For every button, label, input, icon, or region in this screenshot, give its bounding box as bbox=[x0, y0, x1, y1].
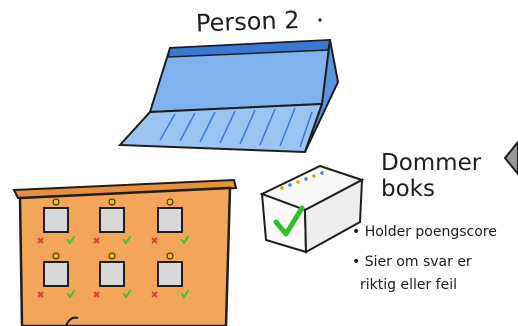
slot-square bbox=[100, 262, 124, 286]
score-board bbox=[14, 180, 236, 326]
judge-note-2: • Sier om svar er bbox=[352, 254, 472, 270]
judge-note-3: riktig eller feil bbox=[360, 277, 457, 293]
slot-light bbox=[109, 253, 115, 259]
judge-box bbox=[262, 166, 362, 252]
screen-keyboard-base bbox=[120, 104, 322, 152]
judge-label-dommer: Dommer bbox=[381, 150, 482, 176]
slot-light bbox=[53, 253, 59, 259]
title-person-2: Person 2 bbox=[195, 6, 299, 38]
slot-light bbox=[53, 199, 59, 205]
screen-device bbox=[120, 40, 338, 152]
stray-dot bbox=[318, 18, 321, 21]
slot-square bbox=[44, 262, 68, 286]
judge-label-boks: boks bbox=[381, 176, 435, 202]
arrow-hint-shape bbox=[505, 142, 518, 174]
slot-square bbox=[158, 262, 182, 286]
slot-light bbox=[167, 253, 173, 259]
slot-light bbox=[109, 199, 115, 205]
slot-light bbox=[167, 199, 173, 205]
slot-square bbox=[158, 208, 182, 232]
slot-square bbox=[44, 208, 68, 232]
judge-note-1: • Holder poengscore bbox=[352, 224, 497, 240]
slot-square bbox=[100, 208, 124, 232]
